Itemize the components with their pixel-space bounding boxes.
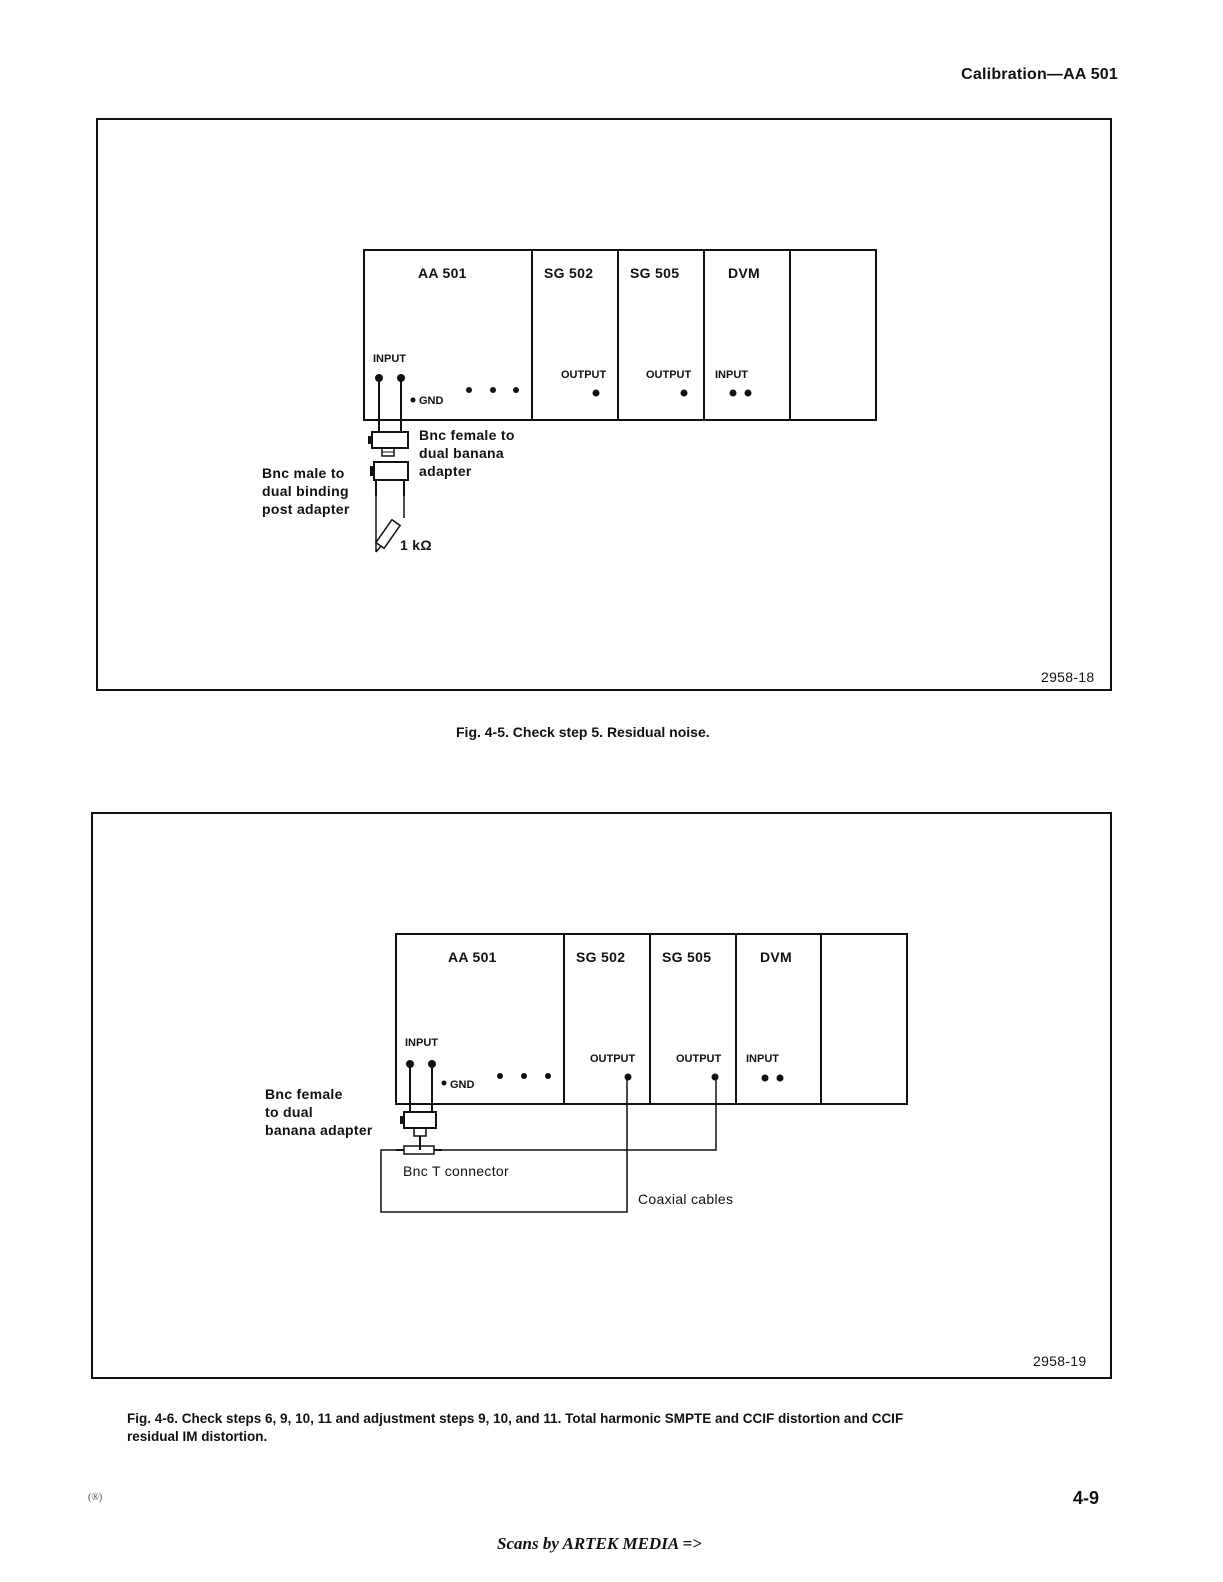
- corner-mark: (®): [88, 1492, 103, 1503]
- sg505-output-jack: [711, 1073, 719, 1081]
- module-label-dvm: DVM: [760, 949, 792, 965]
- bnc-male-label-3: post adapter: [262, 501, 350, 517]
- dvm-input-jack: [729, 389, 737, 397]
- figure-4-6-ref: 2958-19: [1033, 1353, 1086, 1369]
- bnc-female-label-1: Bnc female: [265, 1086, 343, 1102]
- module-label-aa501: AA 501: [418, 265, 467, 281]
- sg502-output-jack: [624, 1073, 632, 1081]
- mainframe-outline: [395, 933, 908, 1105]
- gnd-jack-label: GND: [419, 395, 444, 407]
- mainframe-outline: [363, 249, 877, 421]
- gnd-jack: [441, 1080, 447, 1086]
- bnc-female-label-2: to dual: [265, 1104, 313, 1120]
- bnc-male-adapter: [370, 461, 409, 496]
- bnc-male-label-1: Bnc male to: [262, 465, 345, 481]
- module-label-sg505: SG 505: [662, 949, 711, 965]
- figure-4-5-ref: 2958-18: [1041, 669, 1094, 685]
- dvm-input-jack: [761, 1074, 769, 1082]
- sg505-output-label: OUTPUT: [676, 1053, 722, 1065]
- resistor-1k: [374, 518, 402, 550]
- figure-4-6-caption-line-1: Fig. 4-6. Check steps 6, 9, 10, 11 and a…: [127, 1411, 904, 1426]
- dvm-input-jack: [776, 1074, 784, 1082]
- module-label-dvm: DVM: [728, 265, 760, 281]
- input-jack-label: INPUT: [373, 353, 406, 365]
- coax-cable-sg505: [442, 1077, 717, 1151]
- dvm-input-jack: [744, 389, 752, 397]
- gnd-jack: [410, 397, 416, 403]
- sg502-output-label: OUTPUT: [590, 1053, 636, 1065]
- figure-4-5-caption: Fig. 4-5. Check step 5. Residual noise.: [456, 724, 710, 740]
- module-label-sg505: SG 505: [630, 265, 679, 281]
- figure-4-6-frame: [91, 812, 1112, 1379]
- module-label-sg502: SG 502: [544, 265, 593, 281]
- module-label-aa501: AA 501: [448, 949, 497, 965]
- input-jack-label: INPUT: [405, 1037, 438, 1049]
- bnc-t-label: Bnc T connector: [403, 1163, 509, 1179]
- figure-4-5-frame: [96, 118, 1112, 691]
- dvm-input-label: INPUT: [715, 369, 748, 381]
- coax-cable-sg502: [380, 1077, 628, 1213]
- scan-credit-footer: Scans by ARTEK MEDIA =>: [497, 1534, 702, 1553]
- page-number: 4-9: [1073, 1488, 1100, 1508]
- bnc-female-label-3: banana adapter: [265, 1122, 373, 1138]
- sg502-output-jack: [592, 389, 600, 397]
- bnc-t-connector: [396, 1136, 442, 1155]
- bnc-female-label-2: dual banana: [419, 445, 504, 461]
- module-label-sg502: SG 502: [576, 949, 625, 965]
- resistor-label: 1 kΩ: [400, 537, 432, 553]
- bnc-female-adapter: [400, 1111, 437, 1137]
- figure-4-6-caption-line-2: residual IM distortion.: [127, 1429, 268, 1444]
- sg505-output-label: OUTPUT: [646, 369, 692, 381]
- bnc-female-label-3: adapter: [419, 463, 472, 479]
- page-header-title: Calibration—AA 501: [961, 66, 1118, 83]
- bnc-female-adapter: [368, 431, 409, 457]
- sg502-output-label: OUTPUT: [561, 369, 607, 381]
- sg505-output-jack: [680, 389, 688, 397]
- bnc-female-label-1: Bnc female to: [419, 427, 515, 443]
- coax-label: Coaxial cables: [638, 1191, 733, 1207]
- dvm-input-label: INPUT: [746, 1053, 779, 1065]
- gnd-jack-label: GND: [450, 1079, 475, 1091]
- bnc-male-label-2: dual binding: [262, 483, 349, 499]
